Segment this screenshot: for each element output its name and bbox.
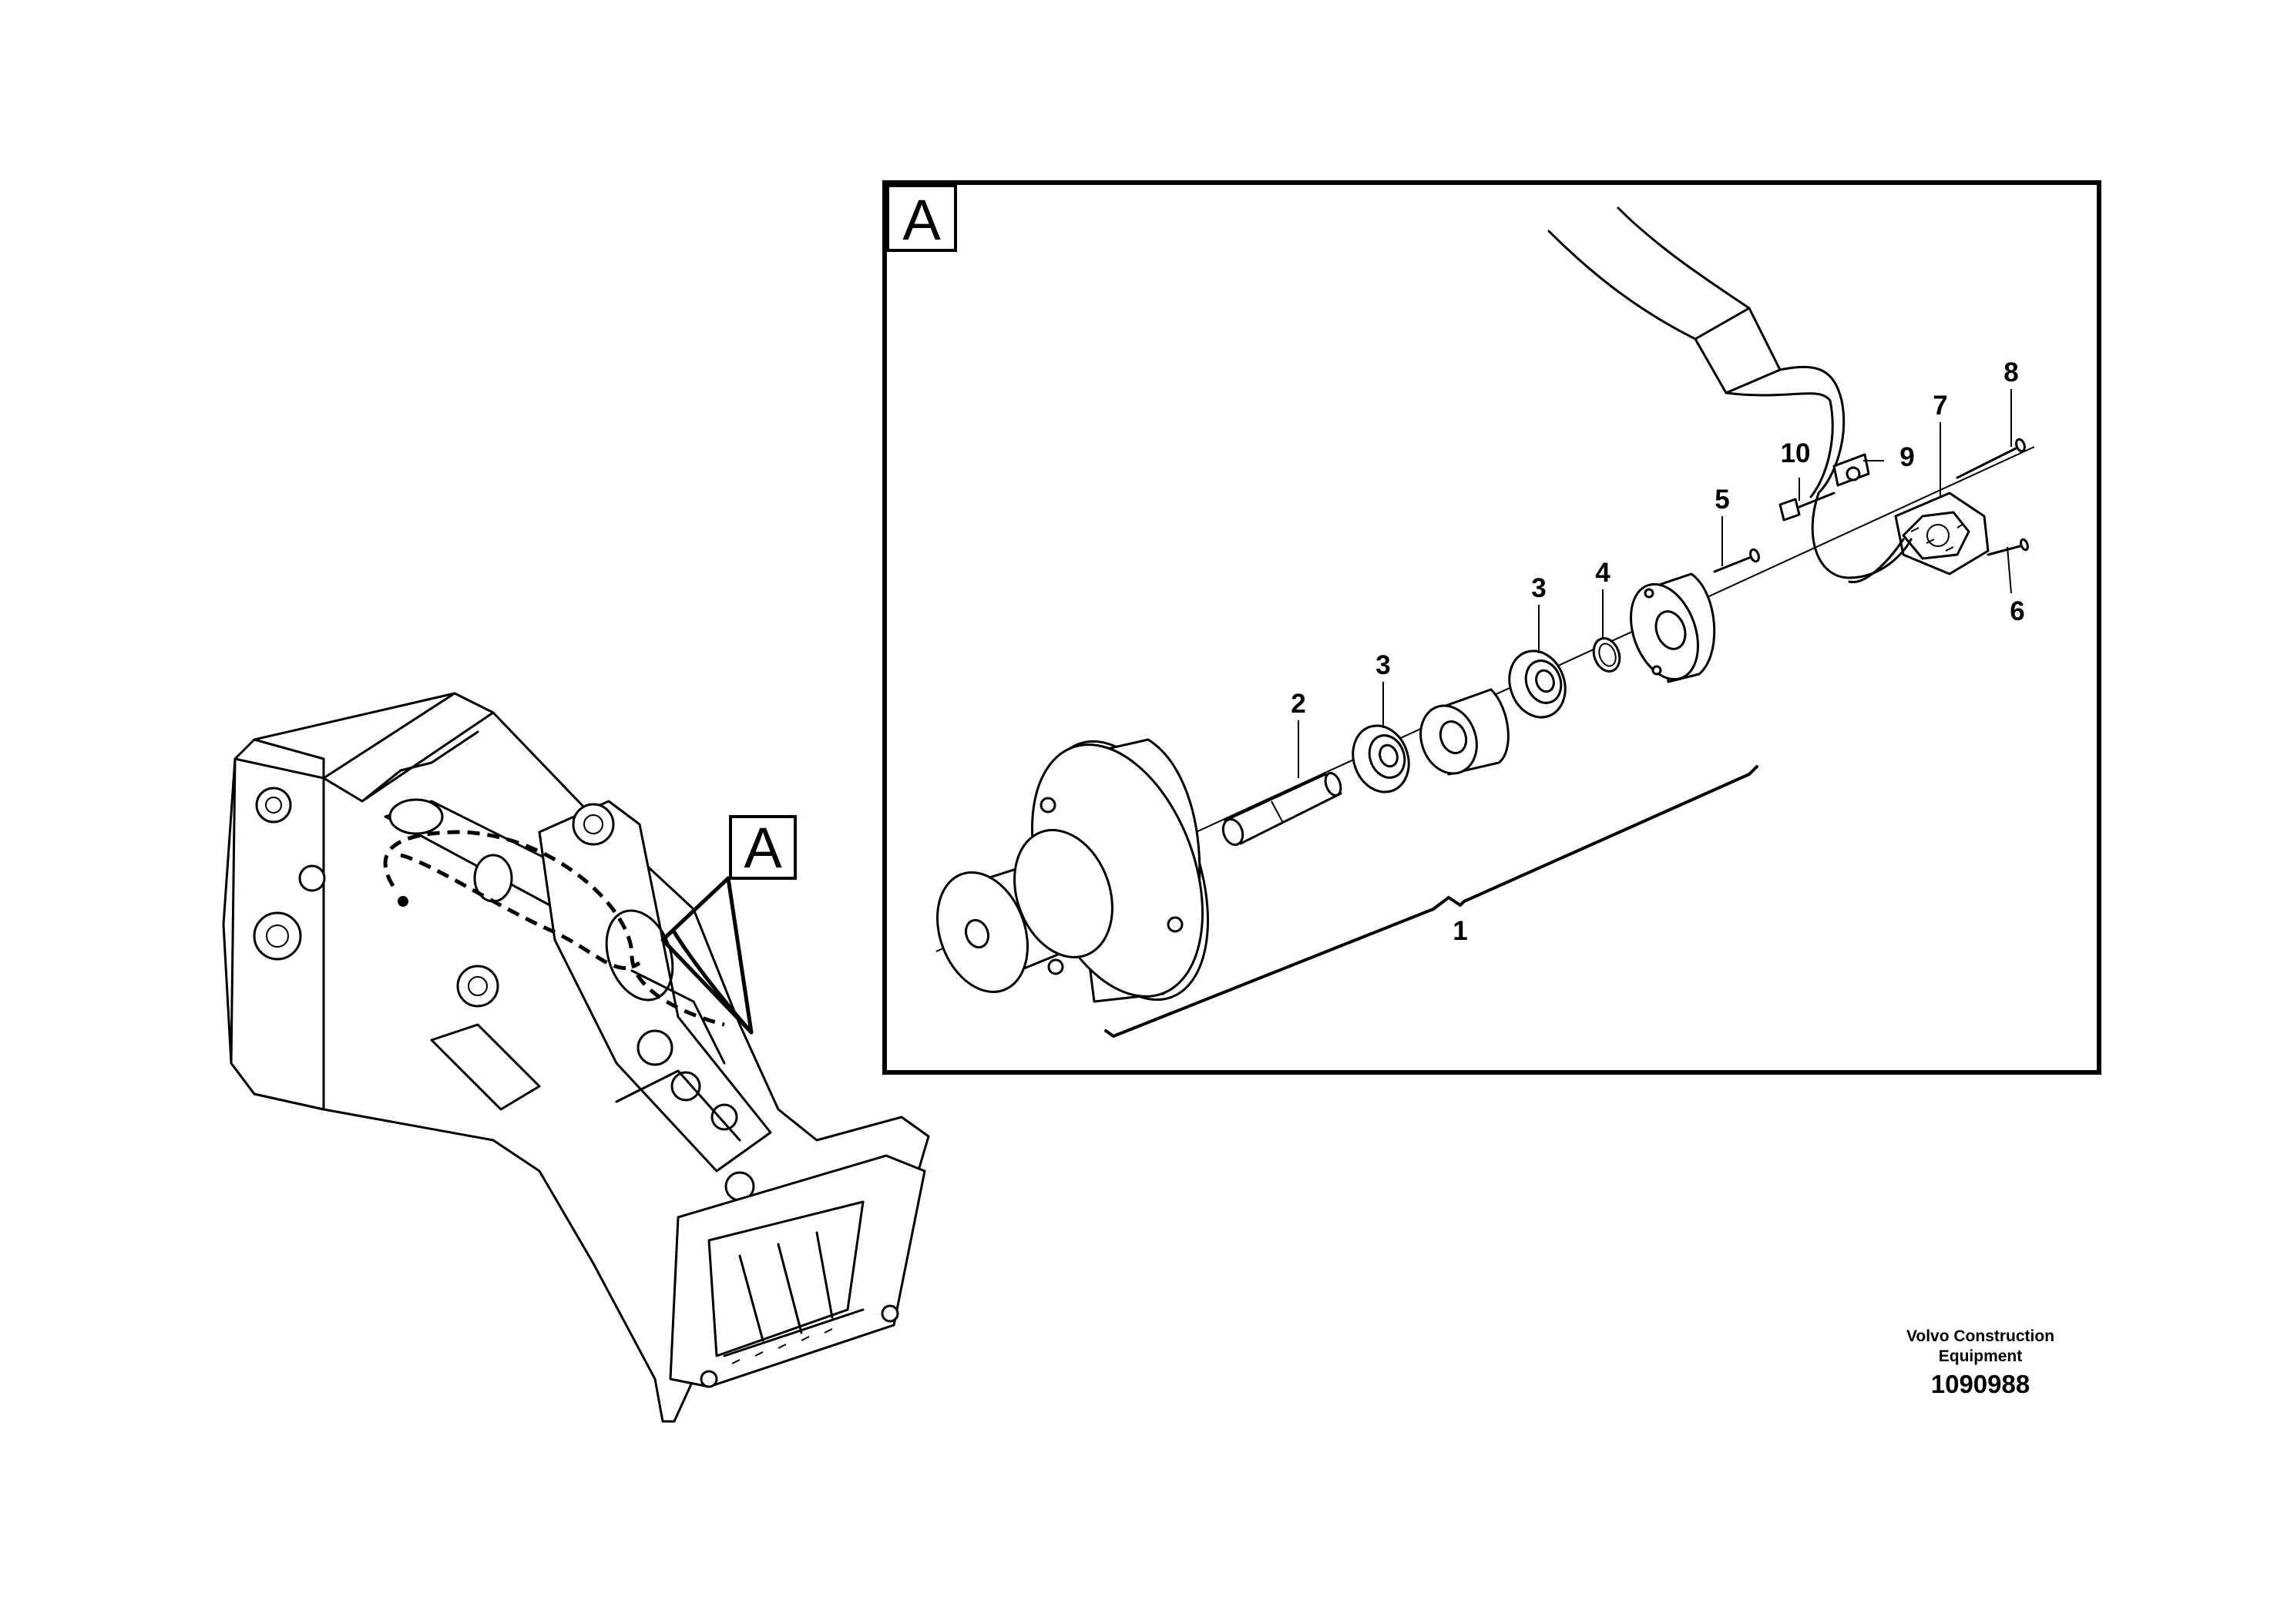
callout-8: 8: [2003, 357, 2018, 388]
cable-clip: [1832, 453, 1870, 487]
callout-3-right: 3: [1531, 573, 1546, 603]
overview-detail-marker: A: [729, 815, 797, 880]
callout-6: 6: [2010, 596, 2024, 626]
overview-detail-letter: A: [744, 816, 782, 880]
callout-5: 5: [1715, 485, 1729, 515]
screw-6: [1987, 538, 2029, 556]
spacer-sleeve: [1419, 688, 1510, 776]
callout-10: 10: [1781, 438, 1811, 468]
detail-view-letter: A: [902, 188, 941, 252]
callout-3-left: 3: [1375, 650, 1390, 680]
drawing-footer: Volvo Construction Equipment 1090988: [1865, 1327, 2096, 1399]
callout-7: 7: [1933, 391, 1947, 421]
callout-2: 2: [1291, 689, 1305, 719]
hub-housing: [936, 738, 1209, 1003]
screw-8: [1956, 438, 2026, 479]
company-name-line2: Equipment: [1938, 1347, 2023, 1365]
callout-4: 4: [1595, 558, 1611, 588]
leader-lines: [1298, 389, 2012, 778]
sensor-cable: [1547, 206, 1913, 583]
callouts: 1 2 3 3 4 5 6 7 8 9 10: [1291, 357, 2024, 946]
detail-view-a: A: [882, 180, 2101, 1075]
bearing-right: [1508, 649, 1567, 719]
boom-assembly-overview: [222, 692, 930, 1423]
screw-5: [1713, 548, 1760, 573]
drawing-number: 1090988: [1930, 1370, 2030, 1398]
assembly-brace: [1104, 765, 1758, 1038]
screw-10: [1778, 492, 1836, 522]
angle-sensor: [1894, 492, 1990, 575]
company-name-line1: Volvo Construction: [1906, 1327, 2055, 1345]
snap-ring: [1592, 637, 1621, 673]
callout-9: 9: [1899, 442, 1914, 472]
bearing-left: [1352, 724, 1410, 794]
shaft: [1221, 772, 1342, 846]
sensor-flange: [1630, 572, 1716, 683]
callout-1: 1: [1453, 916, 1467, 946]
